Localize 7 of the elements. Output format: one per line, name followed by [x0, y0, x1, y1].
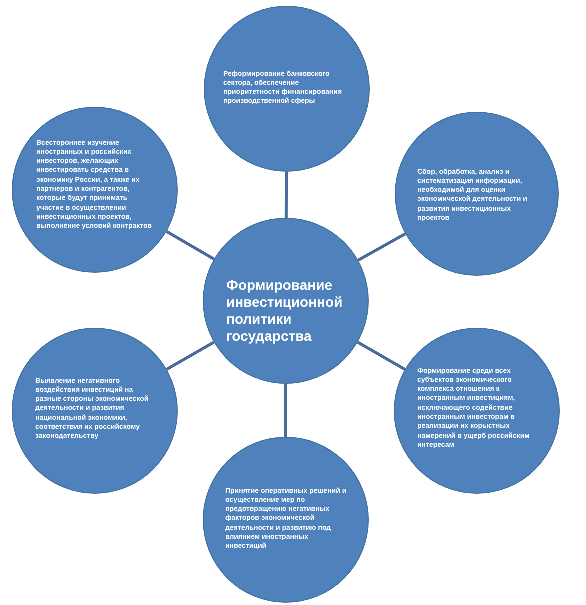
connector-line: [166, 341, 215, 371]
connector-line: [358, 232, 406, 262]
connector-line: [357, 341, 406, 371]
connector-line: [284, 384, 288, 437]
central-title: Формирование инвестиционной политики государства: [226, 276, 344, 344]
connector-line: [284, 172, 288, 218]
connector-line: [166, 230, 215, 261]
